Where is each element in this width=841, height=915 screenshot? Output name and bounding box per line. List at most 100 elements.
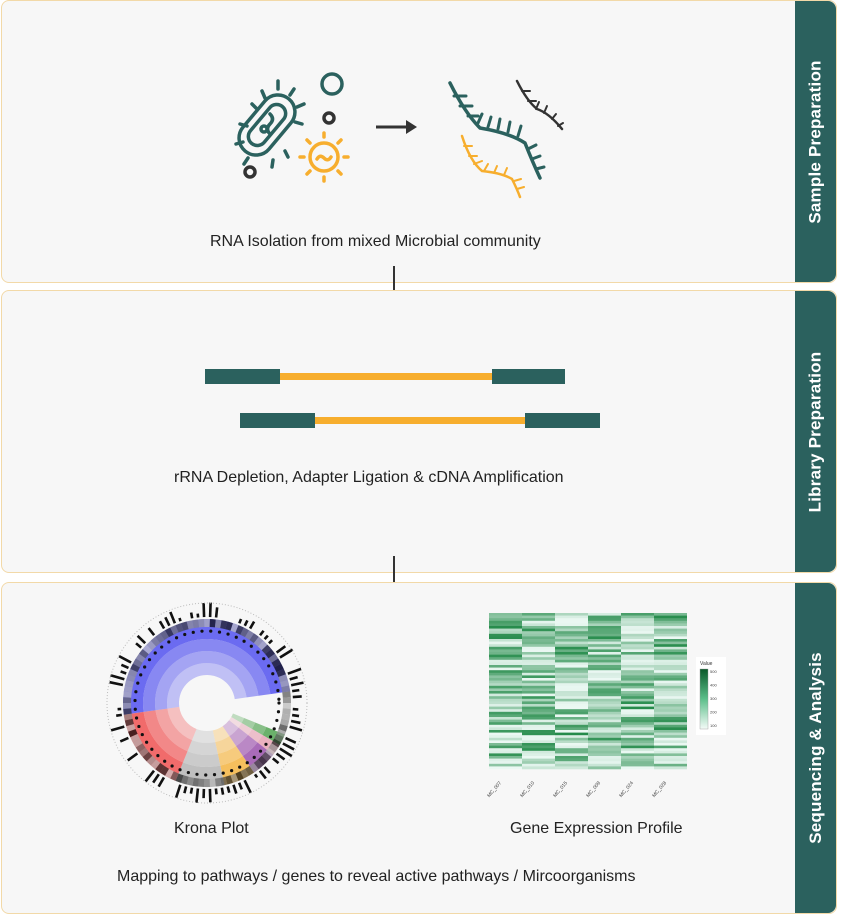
krona-node xyxy=(234,635,238,639)
heatmap-cell xyxy=(588,652,621,655)
krona-ring-cell xyxy=(282,697,291,703)
heatmap-cell xyxy=(621,691,654,694)
heatmap-cell xyxy=(621,631,654,635)
krona-ring-cell xyxy=(271,658,282,668)
krona-bar xyxy=(214,607,219,618)
heatmap-cell xyxy=(654,714,687,718)
krona-ring-cell xyxy=(175,773,184,783)
krona-bar xyxy=(279,648,294,659)
heatmap-cell xyxy=(621,678,654,681)
heatmap-cell xyxy=(522,748,555,752)
krona-plot-label: Krona Plot xyxy=(174,820,249,837)
heatmap-cell xyxy=(588,683,621,687)
krona-wedge xyxy=(167,706,197,741)
krona-ring-cell xyxy=(274,733,284,743)
heatmap-cell xyxy=(555,753,588,757)
heatmap-column-label: MC_009 xyxy=(585,780,602,799)
krona-node xyxy=(264,742,268,746)
heatmap-cell xyxy=(654,620,687,624)
krona-ring-cell xyxy=(245,630,254,640)
heatmap-cell xyxy=(654,722,687,726)
heatmap-cell xyxy=(489,763,522,767)
heatmap-cell xyxy=(621,680,654,684)
heatmap-cell xyxy=(621,696,654,700)
heatmap-cell xyxy=(522,698,555,702)
krona-ring-cell xyxy=(181,621,189,631)
heatmap-cell xyxy=(588,740,621,744)
krona-wedge xyxy=(247,729,263,743)
krona-bar xyxy=(202,788,206,799)
krona-bar xyxy=(135,642,143,649)
heatmap-cell xyxy=(621,652,654,655)
krona-wedge xyxy=(215,736,237,754)
heatmap-cell xyxy=(588,623,621,627)
heatmap-cell xyxy=(489,626,522,629)
krona-bar xyxy=(292,695,302,699)
heatmap-cell xyxy=(555,719,588,723)
heatmap-cell xyxy=(654,649,687,653)
heatmap-cell xyxy=(621,667,654,671)
krona-wedge xyxy=(143,639,271,712)
heatmap-cell xyxy=(555,662,588,666)
heatmap-cell xyxy=(522,743,555,746)
heatmap-cell xyxy=(654,683,687,687)
heatmap-cell xyxy=(588,628,621,632)
heatmap-cell xyxy=(654,691,687,694)
krona-wedge xyxy=(155,708,193,752)
stage-tab-sequencing-analysis: Sequencing & Analysis xyxy=(795,583,836,913)
krona-ring-cell xyxy=(123,685,133,693)
heatmap-cell xyxy=(489,743,522,746)
krona-node xyxy=(238,765,242,769)
heatmap-cell xyxy=(654,740,687,744)
krona-node xyxy=(204,773,208,777)
heatmap-cell xyxy=(522,766,555,770)
heatmap-cell xyxy=(522,665,555,668)
krona-wedge xyxy=(167,663,247,709)
heatmap-cell xyxy=(588,657,621,661)
heatmap-cell xyxy=(555,631,588,635)
heatmap-cell xyxy=(489,706,522,710)
heatmap-cell xyxy=(489,730,522,733)
krona-wedge xyxy=(241,717,256,729)
heatmap-cell xyxy=(489,719,522,723)
heatmap-cell xyxy=(588,766,621,770)
heatmap-cell xyxy=(489,620,522,624)
heatmap-cell xyxy=(588,672,621,676)
heatmap-cell xyxy=(621,743,654,746)
heatmap-cell xyxy=(654,766,687,770)
krona-bar xyxy=(237,782,243,790)
heatmap-cell xyxy=(654,670,687,674)
heatmap-column-label: MC_015 xyxy=(552,780,569,799)
krona-bar xyxy=(291,713,300,718)
krona-node xyxy=(133,707,137,711)
heatmap-cell xyxy=(654,641,687,645)
krona-bar xyxy=(109,680,124,687)
heatmap-cell xyxy=(522,756,555,759)
heatmap-cell xyxy=(654,758,687,762)
heatmap-cell xyxy=(621,763,654,767)
krona-bar xyxy=(120,663,130,670)
heatmap-cell xyxy=(654,732,687,736)
legend-colorbar xyxy=(699,668,709,730)
krona-node xyxy=(276,710,281,714)
krona-bar xyxy=(116,713,123,717)
krona-ring-cell xyxy=(132,738,143,748)
krona-wedge xyxy=(183,751,221,767)
heatmap-cell xyxy=(489,659,522,663)
heatmap-cell xyxy=(588,639,621,642)
heatmap-cell xyxy=(522,735,555,739)
heatmap-cell xyxy=(654,639,687,642)
heatmap-cell xyxy=(555,615,588,619)
krona-ring-cell xyxy=(175,623,184,633)
heatmap-cell xyxy=(588,626,621,629)
heatmap-cell xyxy=(654,717,687,720)
heatmap-cell xyxy=(555,667,588,671)
heatmap-cell xyxy=(654,719,687,723)
krona-ring-cell xyxy=(240,627,249,638)
krona-bar xyxy=(118,654,132,664)
heatmap-cell xyxy=(621,732,654,736)
krona-ring-cell xyxy=(276,668,286,678)
heatmap-cell xyxy=(621,753,654,757)
heatmap-cell xyxy=(654,662,687,666)
